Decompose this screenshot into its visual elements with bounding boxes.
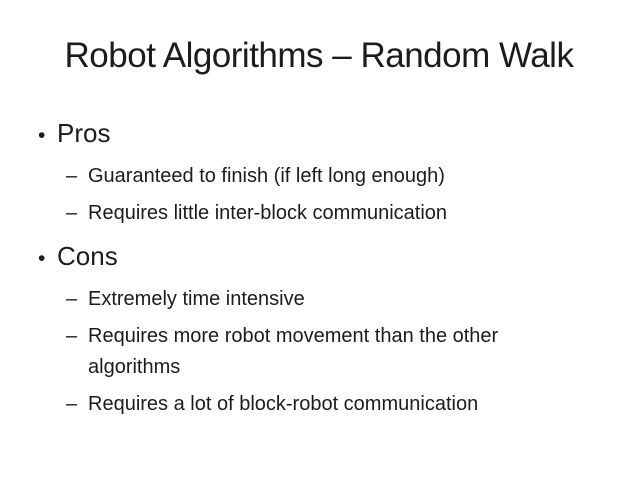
sub-bullet-text: Requires more robot movement than the ot… [88,325,499,379]
sub-bullet-item: – Requires a lot of block-robot communic… [66,389,618,420]
sub-bullet-text: Requires little inter-block communicatio… [88,202,448,225]
bullet-item-cons: • Cons [38,237,618,278]
bullet-icon: • [38,124,46,148]
sub-bullet-item: – Guaranteed to finish (if left long eno… [66,161,618,192]
sub-bullet-item: – Extremely time intensive [66,284,618,315]
dash-icon: – [66,393,78,416]
sub-bullet-item: – Requires more robot movement than the … [66,321,618,383]
bullet-label-cons: Cons [57,241,118,272]
bullet-item-pros: • Pros [38,114,618,155]
dash-icon: – [66,325,78,348]
sub-bullet-text: Guaranteed to finish (if left long enoug… [88,165,445,188]
sub-bullet-text: Extremely time intensive [88,288,305,311]
dash-icon: – [66,165,78,188]
dash-icon: – [66,288,78,311]
bullet-icon: • [38,247,46,271]
sub-bullet-text: Requires a lot of block-robot communicat… [88,393,479,416]
sub-bullet-item: – Requires little inter-block communicat… [66,198,618,229]
slide-body: • Pros – Guaranteed to finish (if left l… [0,76,638,420]
slide-title: Robot Algorithms – Random Walk [64,36,574,75]
bullet-label-pros: Pros [57,118,111,149]
dash-icon: – [66,202,78,225]
